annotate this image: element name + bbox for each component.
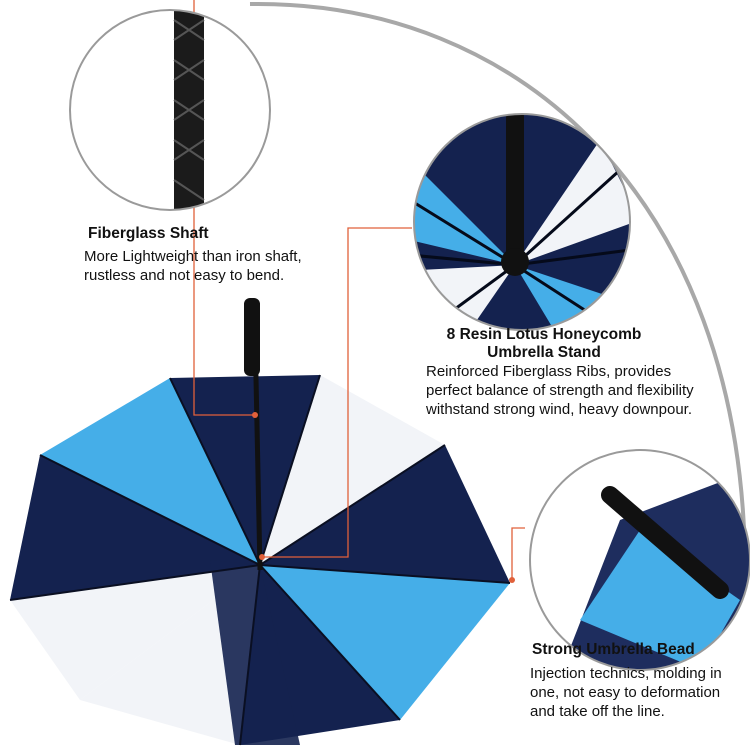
feature-title: 8 Resin Lotus Honeycomb <box>446 326 642 343</box>
bead-detail-image <box>530 450 750 670</box>
feature-stand: 8 Resin Lotus Honeycomb Umbrella Stand R… <box>426 326 736 419</box>
feature-line: rustless and not easy to bend. <box>84 267 285 284</box>
feature-line: More Lightweight than iron shaft, <box>84 248 302 265</box>
feature-title: Umbrella Stand <box>487 344 601 361</box>
feature-line: Reinforced Fiberglass Ribs, provides <box>426 363 672 380</box>
shaft-detail-image <box>70 10 270 210</box>
stand-detail-image <box>414 114 630 330</box>
umbrella-canopy <box>9 298 511 746</box>
feature-line: Injection technics, molding in <box>530 665 722 682</box>
feature-bead: Strong Umbrella Bead Injection technics,… <box>530 640 722 721</box>
umbrella-handle <box>244 298 260 376</box>
feature-line: perfect balance of strength and flexibil… <box>426 382 694 399</box>
feature-line: withstand strong wind, heavy downpour. <box>426 401 692 418</box>
feature-line: and take off the line. <box>530 703 665 720</box>
feature-shaft: Fiberglass Shaft More Lightweight than i… <box>84 224 302 285</box>
feature-title: Strong Umbrella Bead <box>532 641 695 658</box>
feature-line: one, not easy to deformation <box>530 684 721 701</box>
feature-title: Fiberglass Shaft <box>88 225 209 242</box>
